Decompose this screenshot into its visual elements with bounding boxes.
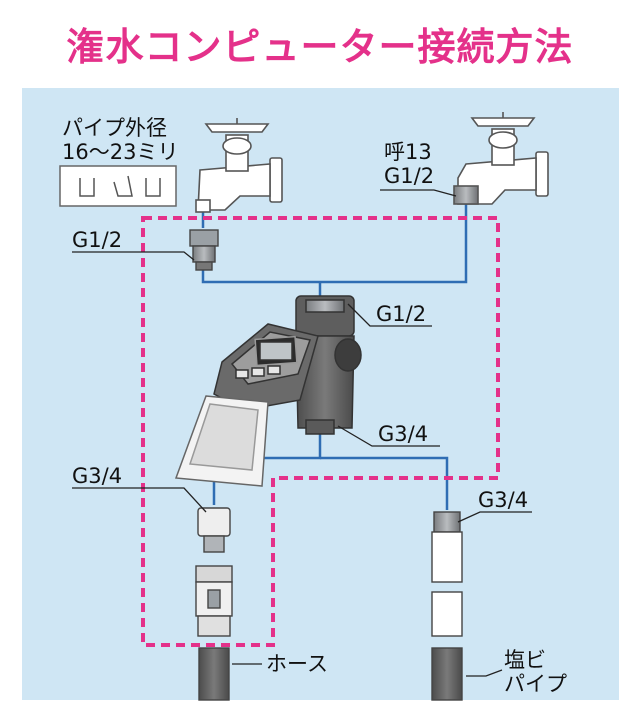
- pvc-connectors-icon: [431, 511, 463, 637]
- pipe-diameter-label: パイプ外径 16〜23ミリ: [62, 116, 178, 164]
- hose-connector-thread-label: G3/4: [72, 464, 123, 488]
- dashed-boundary: [141, 216, 500, 647]
- adapter-thread-label: G1/2: [72, 228, 123, 252]
- pvc-pipe-label-line2: パイプ: [504, 672, 567, 697]
- faucet-left-icon: [195, 118, 283, 213]
- pvc-connector-thread-label: G3/4: [478, 488, 529, 512]
- faucet-size-label-line2: G1/2: [384, 164, 435, 189]
- pipe-diameter-label-line2: 16〜23ミリ: [62, 140, 179, 165]
- hose-and-pipe-icon: [198, 647, 463, 701]
- hose-label: ホース: [266, 652, 328, 676]
- pipe-diameter-label-line1: パイプ外径: [62, 116, 167, 140]
- timer-outlet-thread-label: G3/4: [378, 422, 429, 446]
- watering-timer-icon: [174, 295, 362, 487]
- hose-connectors-icon: [195, 507, 233, 637]
- faucet-adapter-icon: [189, 229, 219, 271]
- pipe-diameter-samples: [59, 165, 177, 207]
- page-title: 潅水コンピューター接続方法: [66, 25, 574, 69]
- faucet-size-label-line1: 呼13: [384, 140, 432, 164]
- faucet-right-icon: [453, 112, 549, 205]
- pvc-pipe-label-line1: 塩ビ: [504, 648, 546, 672]
- timer-inlet-thread-label: G1/2: [376, 302, 427, 326]
- pvc-pipe-label: 塩ビ パイプ: [504, 648, 567, 696]
- faucet-size-label: 呼13 G1/2: [384, 140, 434, 188]
- leader-lines: [72, 189, 532, 677]
